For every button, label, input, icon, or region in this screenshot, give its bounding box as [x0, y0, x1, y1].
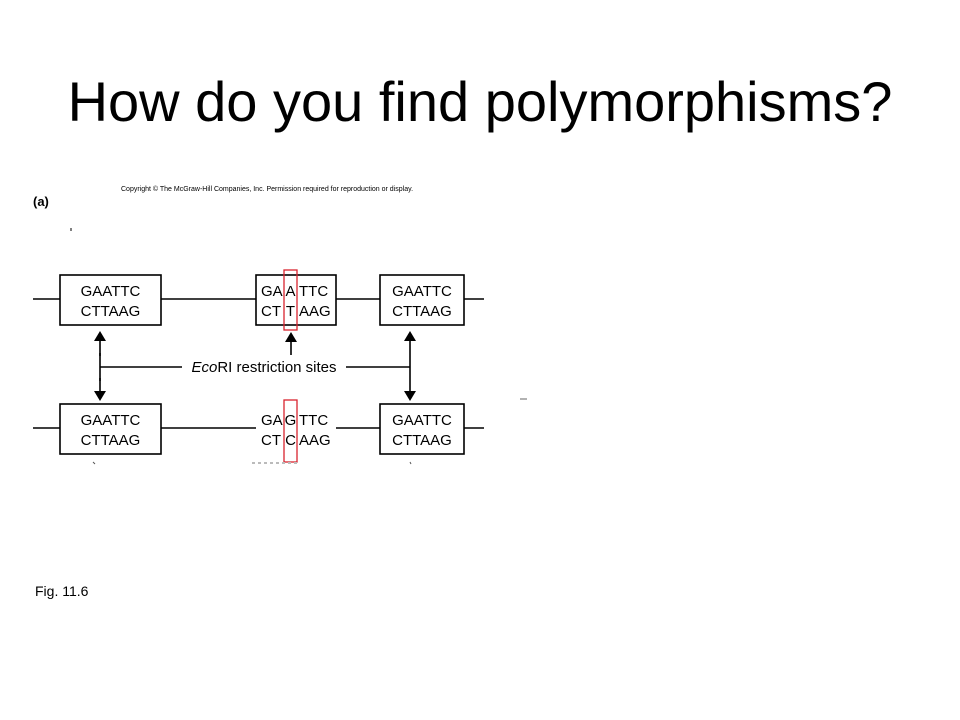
- label-rest: RI restriction sites: [217, 359, 336, 376]
- arrowhead-down: [94, 391, 106, 401]
- arrowhead-up: [404, 331, 416, 341]
- top-dna-strand: GAATTC CTTAAG GA A TTC CT T AAG GAATTC C…: [33, 269, 484, 331]
- ecori-site-box: GAATTC CTTAAG: [59, 403, 162, 455]
- ecori-site-box: GAATTC CTTAAG: [379, 274, 465, 326]
- arrowhead-up: [285, 332, 297, 342]
- site-top-sequence: GAATTC: [81, 283, 141, 300]
- polymorphic-base: A: [285, 283, 295, 300]
- arrowhead-up: [94, 331, 106, 341]
- ecori-site-box: GAATTC CTTAAG: [59, 274, 162, 326]
- restriction-sites-label: EcoRI restriction sites: [191, 359, 336, 376]
- arrowhead-down: [404, 391, 416, 401]
- bottom-dna-strand: GAATTC CTTAAG GA G TTC CT C AAG GAATTC C…: [33, 399, 484, 463]
- site-top-sequence: GAATTC: [392, 412, 452, 429]
- site-top-sequence-part: GA: [261, 412, 283, 429]
- site-top-sequence: GAATTC: [392, 283, 452, 300]
- site-bottom-sequence: CTTAAG: [81, 303, 141, 320]
- site-bottom-sequence-part: AAG: [299, 303, 331, 320]
- mutated-site: GA G TTC CT C AAG: [256, 399, 336, 463]
- site-top-sequence-part: TTC: [299, 412, 328, 429]
- ecori-site-box: GAATTC CTTAAG: [379, 403, 465, 455]
- site-bottom-sequence: CTTAAG: [392, 303, 452, 320]
- site-top-sequence-part: GA: [261, 283, 283, 300]
- snp-highlight-box: [283, 269, 298, 331]
- polymorphic-base: G: [285, 412, 297, 429]
- polymorphic-base: T: [286, 303, 295, 320]
- site-bottom-sequence: CTTAAG: [392, 432, 452, 449]
- site-top-sequence: GAATTC: [81, 412, 141, 429]
- site-bottom-sequence-part: AAG: [299, 432, 331, 449]
- polymorphic-base: C: [285, 432, 296, 449]
- label-connectors: [94, 331, 416, 401]
- slide-title: How do you find polymorphisms?: [67, 70, 893, 133]
- site-bottom-sequence-part: CT: [261, 432, 281, 449]
- copyright-notice: Copyright © The McGraw-Hill Companies, I…: [121, 185, 413, 193]
- scan-mark: [92, 461, 96, 465]
- figure-caption: Fig. 11.6: [35, 583, 89, 599]
- scan-mark: [409, 461, 412, 465]
- site-bottom-sequence-part: CT: [261, 303, 281, 320]
- enzyme-name-italic: Eco: [191, 359, 217, 376]
- site-top-sequence-part: TTC: [299, 283, 328, 300]
- panel-label: (a): [33, 194, 49, 209]
- site-bottom-sequence: CTTAAG: [81, 432, 141, 449]
- ecori-site-box: GA A TTC CT T AAG: [255, 269, 337, 331]
